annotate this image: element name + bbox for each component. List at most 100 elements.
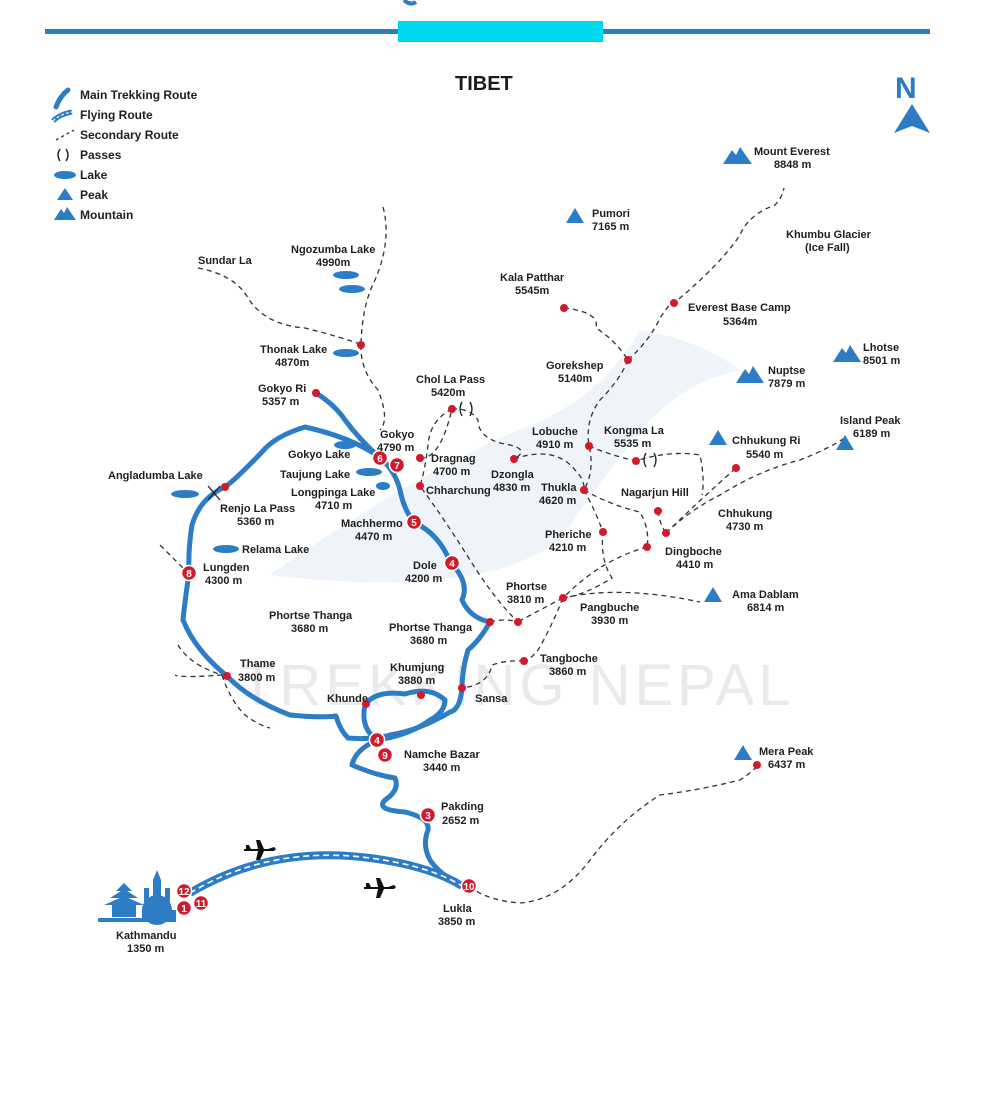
phortse-alt: 3810 m xyxy=(507,594,545,606)
gokyo-ri-name: Gokyo Ri xyxy=(258,383,306,395)
kathmandu-alt: 1350 m xyxy=(127,943,165,955)
namche-alt: 3440 m xyxy=(423,762,461,774)
chhukung-alt: 4730 m xyxy=(726,521,764,533)
chhukung-name: Chhukung xyxy=(718,508,772,520)
lake-icon xyxy=(334,441,356,449)
pakding-alt: 2652 m xyxy=(442,815,480,827)
waypoint-khunde xyxy=(362,700,370,708)
pass-icon xyxy=(207,485,221,501)
ngozumba-name: Ngozumba Lake xyxy=(291,244,375,256)
chol-la-name: Chol La Pass xyxy=(416,374,485,386)
dole-name: Dole xyxy=(413,560,437,572)
stop-marker-8: 7 xyxy=(388,456,406,474)
stop-marker-6: 5 xyxy=(405,513,423,531)
pumori-name: Pumori xyxy=(592,208,630,220)
stop-marker-12: 11 xyxy=(192,894,210,912)
lukla-name: Lukla xyxy=(443,903,473,915)
mountain-icon xyxy=(54,207,76,220)
peak-icon xyxy=(709,430,727,445)
peak-icon xyxy=(704,587,722,602)
lukla-alt: 3850 m xyxy=(438,916,476,928)
waypoint-nagarjun xyxy=(654,507,662,515)
phortse-thanga-e-alt: 3680 m xyxy=(410,635,448,647)
waypoint-pangbuche xyxy=(559,594,567,602)
peak-symbols xyxy=(566,147,861,760)
mera-peak-alt: 6437 m xyxy=(768,759,806,771)
waypoint-phortse xyxy=(514,618,522,626)
flying-route xyxy=(187,840,465,898)
renjo-la-alt: 5360 m xyxy=(237,516,275,528)
angladumba-name: Angladumba Lake xyxy=(108,470,203,482)
gorekshep-name: Gorekshep xyxy=(546,360,604,372)
stop-marker-10: 9 xyxy=(376,746,394,764)
machhermo-alt: 4470 m xyxy=(355,531,393,543)
stop-number: 5 xyxy=(411,518,417,529)
khumjung-name: Khumjung xyxy=(390,662,444,674)
waypoint-khumjung xyxy=(417,691,425,699)
ebc-alt: 5364m xyxy=(723,316,757,328)
ama-dablam-alt: 6814 m xyxy=(747,602,785,614)
place-labels: Mount Everest 8848 m Pumori 7165 m Khumb… xyxy=(108,146,901,955)
waypoint-chhukung xyxy=(662,529,670,537)
lungden-alt: 4300 m xyxy=(205,575,243,587)
stop-marker-9: 8 xyxy=(180,564,198,582)
legend-lake: Lake xyxy=(80,168,108,182)
legend-flying-route: Flying Route xyxy=(80,108,153,122)
nagarjun-name: Nagarjun Hill xyxy=(621,487,689,499)
waypoint-renjo-la xyxy=(221,483,229,491)
stop-number: 4 xyxy=(374,736,380,747)
numbered-stops: 6 7 5 4 8 4 9 3 10 12 11 1 xyxy=(175,449,478,917)
header-partial-glyph xyxy=(402,0,418,6)
phortse-name: Phortse xyxy=(506,581,547,593)
waypoint-chol-la xyxy=(448,405,456,413)
north-arrow: N xyxy=(894,72,930,133)
gokyo-alt: 4790 m xyxy=(377,442,415,454)
ama-dablam-name: Ama Dablam xyxy=(732,589,799,601)
longpinga-alt: 4710 m xyxy=(315,500,353,512)
gokyo-name: Gokyo xyxy=(380,429,415,441)
pass-icon xyxy=(57,148,69,162)
waypoint-thame xyxy=(223,672,231,680)
pheriche-name: Pheriche xyxy=(545,529,591,541)
kathmandu-temple-icon xyxy=(98,870,176,925)
waypoint-kala-patthar xyxy=(560,304,568,312)
legend-main-route: Main Trekking Route xyxy=(80,88,198,102)
kala-patthar-name: Kala Patthar xyxy=(500,272,565,284)
lobuche-alt: 4910 m xyxy=(536,439,574,451)
watermark-swoosh xyxy=(270,330,740,583)
gorekshep-alt: 5140m xyxy=(558,373,592,385)
peak-icon xyxy=(566,208,584,223)
stop-number: 7 xyxy=(394,461,400,472)
flying-route-icon xyxy=(51,109,73,123)
stop-number: 6 xyxy=(377,454,383,465)
longpinga-name: Longpinga Lake xyxy=(291,487,375,499)
lhotse-alt: 8501 m xyxy=(863,355,901,367)
pheriche-alt: 4210 m xyxy=(549,542,587,554)
tangboche-name: Tangboche xyxy=(540,653,598,665)
peak-icon xyxy=(57,188,73,200)
thame-name: Thame xyxy=(240,658,275,670)
region-title: TIBET xyxy=(455,73,513,95)
khumbu-glacier-sub: (Ice Fall) xyxy=(805,242,850,254)
peak-icon xyxy=(836,435,854,450)
waypoint-dragnag xyxy=(416,454,424,462)
thukla-alt: 4620 m xyxy=(539,495,577,507)
thame-alt: 3800 m xyxy=(238,672,276,684)
dingboche-alt: 4410 m xyxy=(676,559,714,571)
ngozumba-alt: 4990m xyxy=(316,257,350,269)
legend-secondary-route: Secondary Route xyxy=(80,128,179,142)
gokyo-ri-alt: 5357 m xyxy=(262,396,300,408)
machhermo-name: Machhermo xyxy=(341,518,403,530)
lake-icon xyxy=(339,285,365,293)
airplane-icon xyxy=(364,878,396,898)
stop-number: 8 xyxy=(186,569,192,580)
waypoint-chhukung-ri xyxy=(732,464,740,472)
stop-number: 3 xyxy=(425,811,431,822)
peak-icon xyxy=(734,745,752,760)
phortse-thanga-w-alt: 3680 m xyxy=(291,623,329,635)
relama-name: Relama Lake xyxy=(242,544,309,556)
waypoint-pheriche xyxy=(599,528,607,536)
thukla-name: Thukla xyxy=(541,482,577,494)
dragnag-alt: 4700 m xyxy=(433,466,471,478)
lungden-name: Lungden xyxy=(203,562,250,574)
